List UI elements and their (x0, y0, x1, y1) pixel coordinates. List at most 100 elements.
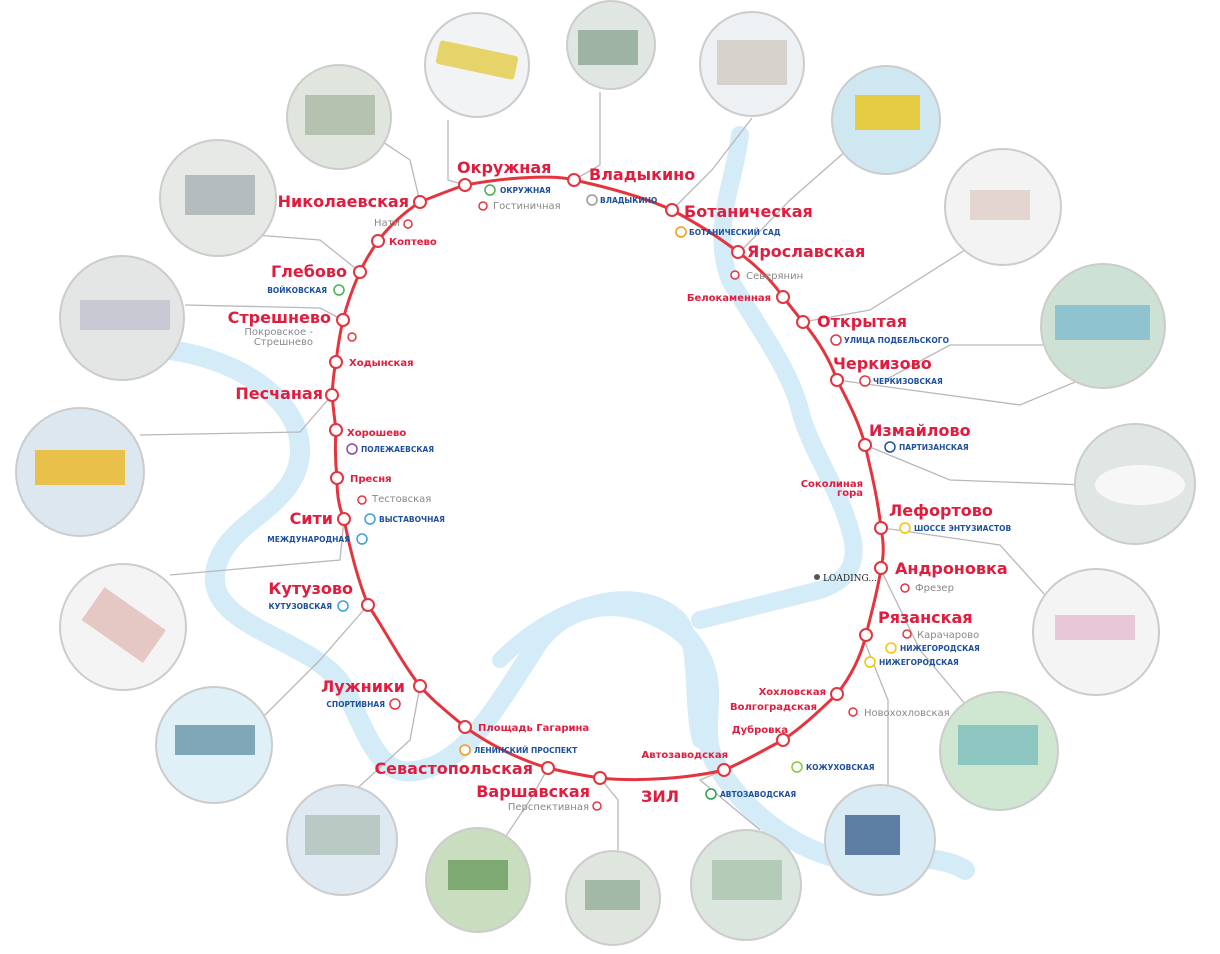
rail-icon (347, 332, 357, 342)
station-marker[interactable] (874, 561, 888, 575)
thumbnail-vladykino[interactable] (566, 0, 656, 90)
station-marker[interactable] (353, 265, 367, 279)
station-marker[interactable] (329, 423, 343, 437)
metro-icon (346, 443, 358, 455)
station-marker[interactable] (458, 720, 472, 734)
rail-icon (403, 219, 413, 229)
metro-label: ШОССЕ ЭНТУЗИАСТОВ (914, 524, 1011, 533)
station-marker[interactable] (830, 373, 844, 387)
station-marker[interactable] (336, 313, 350, 327)
thumbnail-nikolaevskaya[interactable] (286, 64, 392, 170)
station-marker[interactable] (330, 471, 344, 485)
station-marker[interactable] (731, 245, 745, 259)
station-label: Песчаная (235, 384, 323, 403)
station-label: Андроновка (895, 559, 1008, 578)
station-label: Площадь Гагарина (478, 723, 589, 734)
river-north (691, 126, 863, 629)
rail-icon (592, 801, 602, 811)
metro-label: ВЛАДЫКИНО (600, 196, 657, 205)
station-marker[interactable] (874, 521, 888, 535)
station-marker[interactable] (665, 203, 679, 217)
station-marker[interactable] (458, 178, 472, 192)
station-label: Глебово (271, 262, 347, 281)
metro-label: ЛЕНИНСКИЙ ПРОСПЕКТ (474, 746, 578, 755)
thumbnail-varshavskaya[interactable] (425, 827, 531, 933)
station-label: Стрешнево (228, 308, 331, 327)
minor-label: Покровское - (244, 327, 313, 338)
station-marker[interactable] (371, 234, 385, 248)
thumbnail-zil[interactable] (690, 829, 802, 941)
transfer-icons (333, 184, 912, 811)
station-label: Черкизово (833, 354, 932, 373)
metro-icon (885, 642, 897, 654)
thumbnail-luzhniki[interactable] (286, 784, 398, 896)
station-labels: Окружная Владыкино Ботаническая Ярославс… (228, 158, 1008, 806)
station-label: Ботаническая (684, 202, 813, 221)
station-label: Ходынская (349, 358, 414, 369)
thumbnail-andronovka[interactable] (939, 691, 1059, 811)
thumbnail-okruzhnaya[interactable] (424, 12, 530, 118)
station-label: Лефортово (889, 501, 993, 520)
metro-label: УЛИЦА ПОДБЕЛЬСКОГО (844, 336, 949, 345)
thumbnail-streshnevo[interactable] (59, 255, 185, 381)
metro-icon (884, 441, 896, 453)
metro-icon (791, 761, 803, 773)
loading-indicator: LOADING... (814, 574, 877, 584)
station-marker[interactable] (413, 195, 427, 209)
station-marker[interactable] (337, 512, 351, 526)
metro-label: АВТОЗАВОДСКАЯ (720, 790, 796, 799)
rail-icon (848, 707, 858, 717)
station-label: гора (837, 488, 863, 499)
thumbnails (15, 0, 1196, 946)
metro-icon (586, 194, 598, 206)
station-marker[interactable] (859, 628, 873, 642)
station-marker[interactable] (329, 355, 343, 369)
thumbnail-peschanaya[interactable] (15, 407, 145, 537)
metro-icon (364, 513, 376, 525)
metro-label: НИЖЕГОРОДСКАЯ (879, 658, 959, 667)
station-label: Окружная (457, 158, 551, 177)
thumbnail-glebovo[interactable] (159, 139, 277, 257)
minor-label: Перспективная (508, 802, 589, 813)
metro-icon (830, 334, 842, 346)
station-label: Волгоградская (730, 702, 817, 713)
minor-label: Стрешнево (254, 337, 313, 348)
metro-label: ПАРТИЗАНСКАЯ (899, 443, 969, 452)
minor-label: Фрезер (915, 583, 954, 594)
station-marker[interactable] (325, 388, 339, 402)
thumbnail-cherkizovo[interactable] (1040, 263, 1166, 389)
station-marker[interactable] (361, 598, 375, 612)
thumbnail-avtozavodskaya[interactable] (565, 850, 661, 946)
station-marker[interactable] (541, 761, 555, 775)
station-marker[interactable] (776, 290, 790, 304)
station-marker[interactable] (567, 173, 581, 187)
station-marker[interactable] (830, 687, 844, 701)
station-marker[interactable] (593, 771, 607, 785)
station-marker[interactable] (858, 438, 872, 452)
thumbnail-kutuzovo[interactable] (155, 686, 273, 804)
station-marker[interactable] (776, 733, 790, 747)
station-marker[interactable] (717, 763, 731, 777)
thumbnail-siti[interactable] (59, 563, 187, 691)
metro-icon (356, 533, 368, 545)
thumbnail-izmailovo[interactable] (1074, 423, 1196, 545)
metro-label: КОЖУХОВСКАЯ (806, 763, 875, 772)
metro-label: ВОЙКОВСКАЯ (267, 286, 327, 295)
metro-label: ПОЛЕЖАЕВСКАЯ (361, 445, 434, 454)
station-label: Измайлово (869, 421, 971, 440)
rail-icon (730, 270, 740, 280)
metro-icon (459, 744, 471, 756)
thumbnail-lefortovo[interactable] (1032, 568, 1160, 696)
metro-icon (899, 522, 911, 534)
metro-icon (389, 698, 401, 710)
thumbnail-otkrytaya[interactable] (944, 148, 1062, 266)
thumbnail-yaroslavskaya[interactable] (831, 65, 941, 175)
station-marker[interactable] (413, 679, 427, 693)
metro-label: ЧЕРКИЗОВСКАЯ (873, 377, 943, 386)
thumbnail-ryazanskaya[interactable] (824, 784, 936, 896)
minor-label: Тестовская (371, 494, 431, 505)
station-marker[interactable] (796, 315, 810, 329)
station-label: Пресня (350, 474, 392, 485)
thumbnail-botanicheskaya[interactable] (699, 11, 805, 117)
